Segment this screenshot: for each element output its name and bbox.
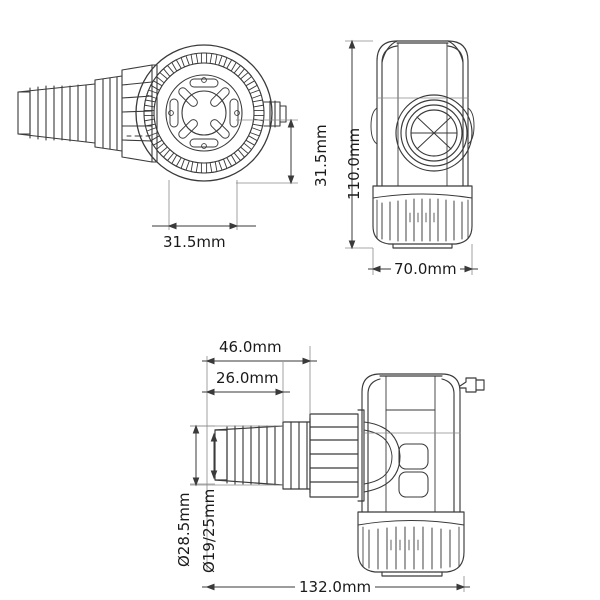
hose-barb-ribs [17,75,123,152]
dim-overall-length: 132.0mm [295,578,376,596]
hose-barb-side [214,417,311,494]
impeller-port [395,94,473,172]
pump-body-side [361,373,461,513]
threaded-collar [121,64,158,163]
strainer-base-side [357,511,465,577]
inlet-end-view: 31.5mm 31.5mm [0,40,330,290]
dim-body-height: 110.0mm [345,127,363,200]
outlet-elbow [363,421,401,493]
top-nozzle [459,377,485,393]
dim-barb-outer-diameter: Ø28.5mm [175,492,193,567]
outlet-nozzle [263,100,287,128]
dim-strainer-diameter: 31.5mm [163,233,226,251]
dim-body-width: 70.0mm [391,260,460,278]
dim-barb-hose-sizes: Ø19/25mm [200,488,218,573]
strainer-base [372,185,473,249]
pump-side-view: 46.0mm 26.0mm Ø28.5mm Ø19/25mm 132.0mm [150,330,600,600]
dim-barb-length: 46.0mm [216,338,285,356]
dimension-extension-lines [168,119,298,230]
pump-front-view: 110.0mm 70.0mm [320,20,600,290]
dimension-arrow-lines [152,118,295,230]
dimension-extension-lines [345,40,473,275]
dim-barb-segment-length: 26.0mm [213,369,282,387]
strainer-hub [165,74,243,152]
threaded-collar-side [309,409,365,502]
strainer-radial-slots [143,52,265,174]
